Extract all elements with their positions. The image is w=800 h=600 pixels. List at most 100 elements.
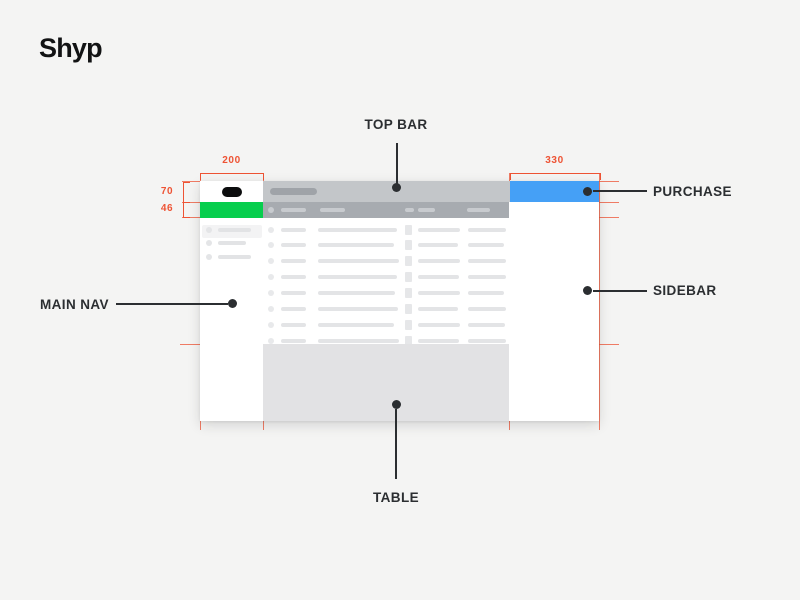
mockup-row-cell-placeholder (405, 287, 412, 298)
callout-label-purchase: PURCHASE (653, 183, 732, 199)
measure-bracket-sidebar-width (509, 172, 601, 180)
mockup-nav-item-icon-placeholder (206, 253, 212, 260)
mockup-nav-item (200, 253, 263, 268)
mockup-row-cell-placeholder (418, 306, 458, 311)
mockup-row-cell-placeholder (405, 272, 412, 283)
brand-logo: Shyp (39, 33, 103, 63)
mockup-row-cell-placeholder (468, 275, 506, 280)
mockup-table-header (263, 202, 509, 218)
mockup-topbar-logo-area (200, 181, 263, 202)
mockup-row-avatar-placeholder (267, 226, 274, 233)
mockup-table-rows (263, 217, 509, 346)
mockup-row-cell-placeholder (468, 322, 505, 327)
mockup-header-col-placeholder (417, 207, 435, 212)
mockup-row-cell-placeholder (405, 335, 412, 346)
measure-bracket-header-height (182, 201, 190, 218)
mockup-row-avatar-placeholder (267, 258, 274, 265)
mockup-header-avatar-placeholder (268, 206, 274, 213)
mockup-table-overlay (263, 344, 509, 421)
mockup-row-cell-placeholder (418, 275, 459, 280)
callout-line-table (395, 408, 397, 479)
mockup-row-cell-placeholder (318, 275, 397, 280)
measure-label-nav-width: 200 (222, 155, 241, 166)
mockup-row-cell-placeholder (418, 227, 460, 232)
mockup-purchase-button (510, 181, 599, 202)
mockup-nav-item-label-placeholder (218, 254, 251, 259)
mockup-row-cell-placeholder (318, 227, 397, 232)
mockup-row-cell-placeholder (468, 259, 506, 264)
mockup-header-col-placeholder (281, 207, 306, 212)
mockup-row-cell-placeholder (405, 256, 412, 267)
mockup-row-avatar-placeholder (267, 274, 274, 281)
callout-dot-purchase (583, 186, 592, 196)
mockup-row-avatar-placeholder (267, 242, 274, 249)
measure-label-topbar-height: 70 (160, 185, 174, 197)
callout-line-main-nav (115, 302, 228, 305)
mockup-row-cell-placeholder (405, 224, 412, 235)
callout-label-sidebar: SIDEBAR (653, 283, 717, 298)
mockup-table-row (263, 333, 509, 349)
mockup-table-row (263, 222, 509, 238)
mockup-logo-pill (222, 187, 242, 197)
callout-dot-sidebar (583, 286, 592, 295)
mockup-row-cell-placeholder (405, 319, 412, 330)
mockup-header-col-placeholder (467, 207, 490, 212)
callout-line-sidebar (592, 289, 647, 292)
mockup-row-cell-placeholder (468, 290, 504, 295)
mockup-row-cell-placeholder (281, 275, 306, 280)
mockup-nav-item-icon-placeholder (206, 240, 212, 246)
mockup-row-cell-placeholder (281, 306, 306, 311)
mockup-row-avatar-placeholder (267, 337, 274, 344)
mockup-row-cell-placeholder (318, 306, 398, 311)
callout-dot-main-nav (227, 299, 237, 308)
mockup-row-cell-placeholder (468, 338, 506, 343)
mockup-row-cell-placeholder (405, 303, 412, 314)
mockup-row-cell-placeholder (318, 259, 399, 264)
mockup-row-cell-placeholder (318, 290, 395, 295)
callout-dot-top-bar (392, 183, 401, 192)
mockup-table-row (263, 317, 509, 333)
measure-bracket-topbar-height (182, 181, 190, 203)
mockup-nav-item-label-placeholder (218, 227, 251, 232)
mockup-row-cell-placeholder (318, 243, 394, 248)
measure-label-header-height: 46 (160, 202, 174, 214)
mockup-top-bar (263, 181, 510, 202)
measure-bracket-nav-width (200, 172, 264, 180)
mockup-nav-item (200, 224, 263, 241)
measure-label-sidebar-width: 330 (545, 155, 564, 166)
mockup-row-cell-placeholder (318, 338, 399, 343)
mockup-row-cell-placeholder (281, 290, 306, 295)
mockup-row-avatar-placeholder (267, 305, 274, 312)
app-mockup (200, 181, 599, 421)
mockup-row-cell-placeholder (418, 243, 458, 248)
callout-line-purchase (592, 190, 647, 192)
callout-label-table: TABLE (373, 490, 419, 505)
mockup-row-cell-placeholder (468, 243, 504, 248)
mockup-row-cell-placeholder (281, 322, 306, 327)
guide-line-sidebar-right (598, 172, 600, 430)
mockup-sidebar (509, 202, 599, 421)
mockup-row-avatar-placeholder (267, 321, 274, 328)
callout-line-top-bar (395, 143, 398, 184)
mockup-nav-item (200, 239, 263, 254)
mockup-row-cell-placeholder (468, 227, 506, 232)
mockup-table-row (263, 269, 509, 285)
mockup-row-cell-placeholder (281, 259, 306, 264)
mockup-row-cell-placeholder (418, 338, 459, 343)
mockup-header-col-placeholder (405, 207, 414, 212)
mockup-table-row (263, 253, 509, 269)
mockup-row-cell-placeholder (318, 322, 394, 327)
callout-label-main-nav: MAIN NAV (40, 296, 109, 312)
callout-label-top-bar: TOP BAR (364, 117, 428, 132)
mockup-topbar-placeholder (270, 188, 317, 195)
callout-dot-table (391, 400, 401, 409)
mockup-row-avatar-placeholder (267, 289, 274, 296)
mockup-row-cell-placeholder (468, 306, 506, 311)
mockup-row-cell-placeholder (281, 338, 306, 343)
mockup-table-row (263, 301, 509, 317)
mockup-row-cell-placeholder (281, 227, 306, 232)
mockup-nav-header-bar (200, 202, 263, 218)
mockup-row-cell-placeholder (418, 290, 460, 295)
mockup-nav-item-label-placeholder (218, 241, 246, 245)
